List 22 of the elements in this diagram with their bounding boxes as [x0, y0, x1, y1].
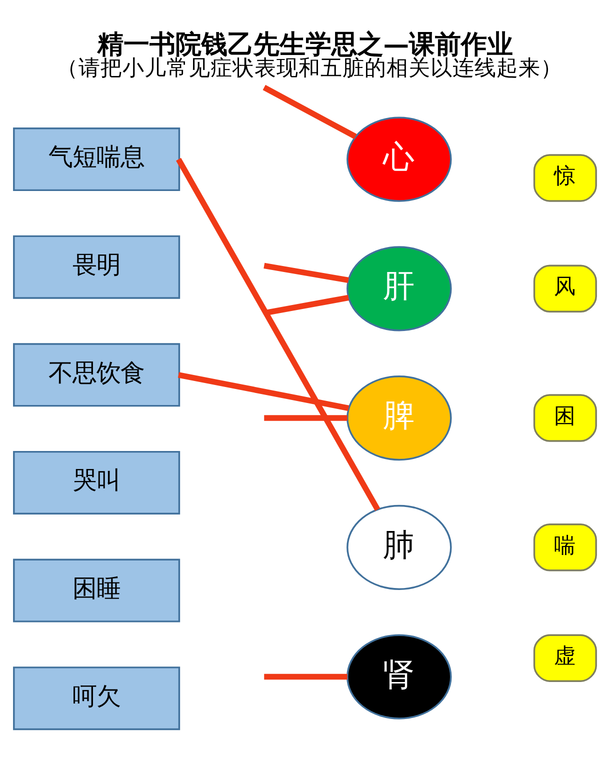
node-box: 喘	[533, 524, 597, 572]
connector	[176, 158, 380, 511]
node-ellipse: 心	[346, 116, 452, 202]
node-box: 呵欠	[13, 666, 180, 730]
node-box: 惊	[533, 154, 597, 202]
node-box: 虚	[533, 634, 597, 682]
connector	[264, 262, 349, 283]
connector	[178, 372, 350, 411]
node-box: 不思饮食	[13, 343, 180, 407]
node-box: 哭叫	[13, 450, 180, 514]
node-ellipse: 肾	[346, 634, 452, 720]
connector	[264, 415, 348, 421]
node-box: 困睡	[13, 558, 180, 622]
node-ellipse: 肝	[346, 246, 452, 332]
node-box: 困	[533, 394, 597, 442]
node-ellipse: 脾	[346, 375, 452, 461]
node-box: 风	[533, 264, 597, 313]
node-box: 气短喘息	[13, 128, 180, 192]
connector	[262, 84, 357, 140]
node-ellipse: 肺	[346, 504, 452, 590]
node-box: 畏明	[13, 235, 180, 299]
connector	[264, 674, 348, 680]
